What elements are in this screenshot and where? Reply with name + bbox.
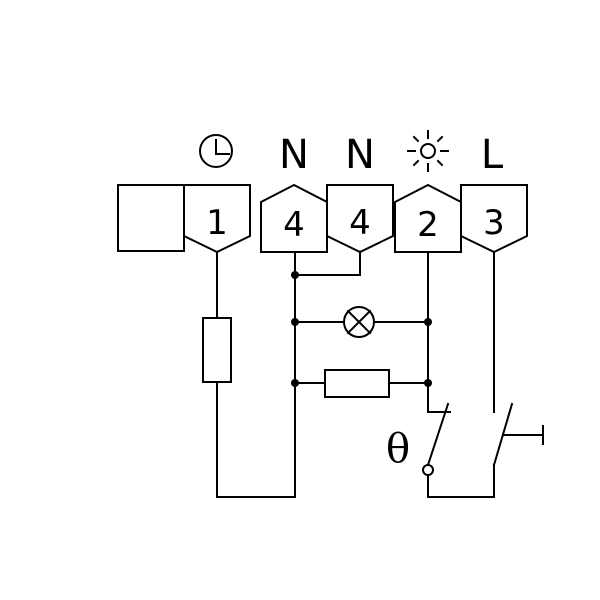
terminal-4-a: 4 (260, 183, 328, 253)
label-n-2: N (345, 132, 375, 178)
terminal-3-number: 3 (483, 203, 505, 243)
terminal-4-b: 4 (326, 184, 394, 254)
terminal-4a-number: 4 (283, 205, 305, 245)
clock-motor-branch (202, 251, 296, 498)
lamp-icon (343, 306, 375, 338)
resistor-vertical (202, 317, 232, 383)
terminal-1: 1 (183, 184, 251, 254)
neutral-bus (291, 251, 361, 498)
terminal-2: 2 (394, 183, 462, 253)
thermostat-symbol: θ (386, 426, 410, 472)
terminal-2-number: 2 (417, 205, 439, 245)
terminal-1-number: 1 (206, 203, 228, 243)
thermostat-switch: θ (386, 251, 495, 498)
label-l: L (481, 132, 504, 178)
terminal-3: 3 (460, 184, 528, 254)
sun-icon (407, 130, 449, 172)
line-switch (492, 251, 544, 498)
heater-branch (291, 369, 432, 398)
label-n-1: N (279, 132, 309, 178)
resistor-horizontal (324, 369, 390, 398)
clock-icon (199, 134, 233, 168)
empty-terminal-box (117, 184, 185, 252)
lamp-branch (291, 306, 432, 338)
terminal-4b-number: 4 (349, 203, 371, 243)
